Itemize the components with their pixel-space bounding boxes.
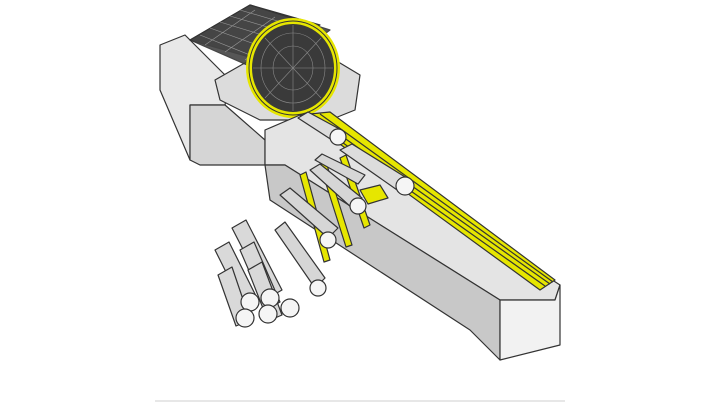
rotating-drum — [189, 4, 340, 118]
pipes-on-ramp — [274, 153, 367, 297]
pipe-stack — [214, 219, 300, 328]
conveyor-rollers — [297, 111, 415, 196]
conveyor-trough — [264, 111, 561, 361]
